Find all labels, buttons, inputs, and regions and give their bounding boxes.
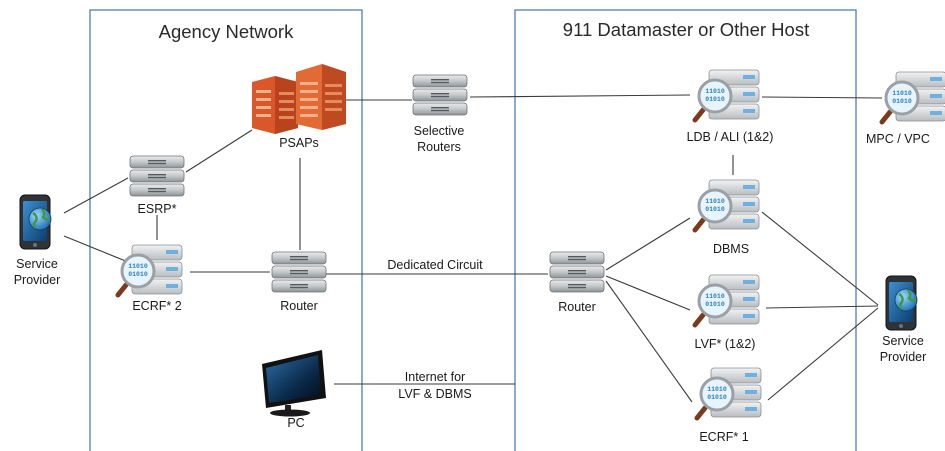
internet-label-line1: Internet for xyxy=(405,370,465,384)
mpc-vpc-label: MPC / VPC xyxy=(866,132,930,146)
ecrf1-node: ECRF* 1 xyxy=(697,368,761,444)
service-provider-left-label-1: Service xyxy=(16,257,58,271)
selective-routers-label-1: Selective xyxy=(414,124,465,138)
database-search-icon xyxy=(118,245,182,295)
psaps-node: PSAPs xyxy=(252,64,346,150)
service-provider-right-label-1: Service xyxy=(882,334,924,348)
host-region xyxy=(514,9,857,451)
router-icon xyxy=(271,251,327,293)
router-host-label: Router xyxy=(558,300,596,314)
service-provider-right-label-2: Provider xyxy=(880,350,927,364)
link-lvf-sp-right xyxy=(765,305,879,309)
link-selective-ldb xyxy=(469,94,691,98)
buildings-icon xyxy=(252,64,346,134)
database-search-icon xyxy=(882,72,945,122)
ldb-ali-node: LDB / ALI (1&2) xyxy=(687,70,774,144)
router-agency-label: Router xyxy=(280,299,318,313)
lvf-node: LVF* (1&2) xyxy=(695,275,759,351)
dbms-label: DBMS xyxy=(713,242,749,256)
phone-globe-icon xyxy=(884,274,919,332)
service-provider-left-node: Service Provider xyxy=(14,193,61,287)
server-rack-icon xyxy=(129,155,185,197)
link-ldb-mpc xyxy=(761,96,883,99)
ecrf2-label: ECRF* 2 xyxy=(132,299,181,313)
database-search-icon xyxy=(697,368,761,418)
psaps-label: PSAPs xyxy=(279,136,319,150)
connection-lines xyxy=(63,94,883,403)
pc-node: PC xyxy=(262,350,326,430)
ecrf2-node: ECRF* 2 xyxy=(118,245,182,313)
lvf-label: LVF* (1&2) xyxy=(695,337,756,351)
selective-routers-label-2: Routers xyxy=(417,140,461,154)
link-sp-ecrf2 xyxy=(63,235,129,263)
router-host-node: Router xyxy=(549,251,605,314)
internet-label-line2: LVF & DBMS xyxy=(398,387,471,401)
router-icon xyxy=(549,251,605,293)
agency-network-region xyxy=(89,9,363,451)
ldb-ali-label: LDB / ALI (1&2) xyxy=(687,130,774,144)
link-esrp-psaps xyxy=(185,129,253,173)
router-icon xyxy=(412,74,468,116)
link-ecrf1-sp-right xyxy=(767,307,879,401)
service-provider-left-label-2: Provider xyxy=(14,273,61,287)
selective-routers-node: Selective Routers xyxy=(412,74,468,154)
computer-monitor-icon xyxy=(262,350,326,417)
link-router-lvf xyxy=(605,275,691,311)
link-router-dbms xyxy=(605,217,691,271)
service-provider-right-node: Service Provider xyxy=(880,274,927,364)
mpc-vpc-node: MPC / VPC xyxy=(866,72,945,146)
host-title: 911 Datamaster or Other Host xyxy=(563,19,809,40)
router-agency-node: Router xyxy=(271,251,327,313)
dedicated-circuit-label: Dedicated Circuit xyxy=(387,258,483,272)
link-sp-esrp xyxy=(63,177,129,214)
database-search-icon xyxy=(695,275,759,325)
phone-globe-icon xyxy=(18,193,53,251)
database-search-icon xyxy=(695,180,759,230)
esrp-label: ESRP* xyxy=(138,202,177,216)
ecrf1-label: ECRF* 1 xyxy=(699,430,748,444)
pc-label: PC xyxy=(287,416,304,430)
link-router-ecrf1 xyxy=(605,280,693,403)
esrp-node: ESRP* xyxy=(129,155,185,216)
database-search-icon xyxy=(695,70,759,120)
dbms-node: DBMS xyxy=(695,180,759,256)
agency-network-title: Agency Network xyxy=(159,21,294,42)
link-dbms-sp-right xyxy=(761,211,879,306)
